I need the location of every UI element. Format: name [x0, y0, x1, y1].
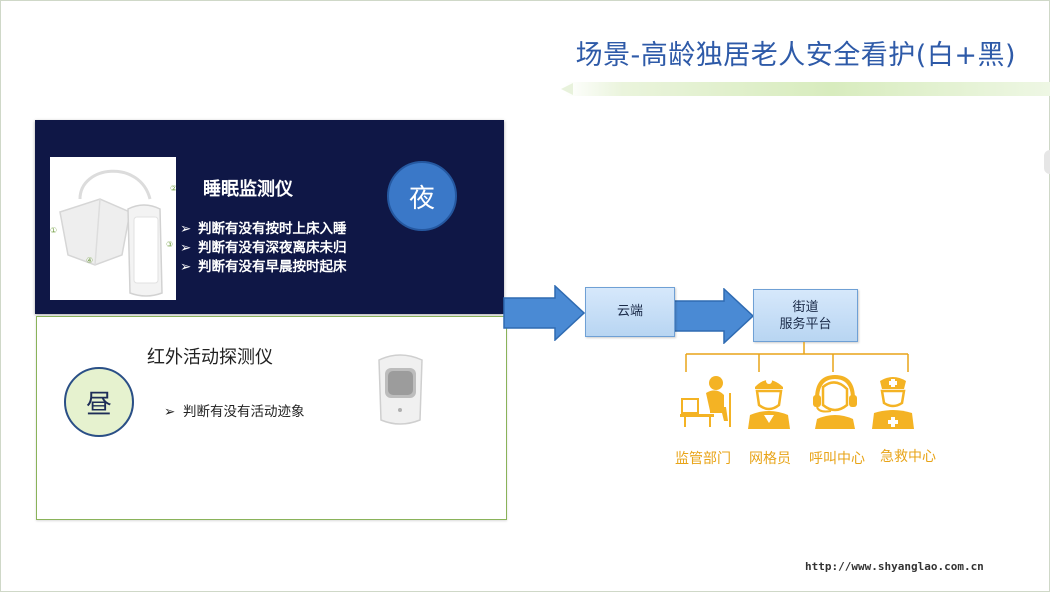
street-service-platform-box: 街道 服务平台	[753, 289, 858, 342]
marker-4: ④	[86, 256, 93, 265]
call-center-headset-icon	[805, 373, 865, 429]
receiver-label-grid-worker: 网格员	[749, 451, 791, 467]
platform-label: 服务平台	[779, 316, 832, 332]
grid-worker-icon	[740, 373, 800, 429]
title-underline-bar	[565, 82, 1050, 96]
night-monitor-panel: ② ① ③ ④ 睡眠监测仪 ➢判断有没有按时上床入睡 ➢判断有没有深夜离床未归 …	[35, 120, 504, 314]
list-item: ➢判断有没有深夜离床未归	[180, 240, 347, 256]
footer-url[interactable]: http://www.shyanglao.com.cn	[805, 560, 984, 573]
receiver-label-supervisor: 监管部门	[675, 451, 731, 467]
slide-title: 场景-高龄独居老人安全看护(白+黑)	[575, 40, 1016, 71]
cloud-box: 云端	[585, 287, 675, 337]
distribution-bracket	[685, 342, 909, 372]
marker-1: ①	[50, 226, 57, 235]
arrow-to-street	[672, 288, 754, 344]
receiver-label-call-center: 呼叫中心	[809, 451, 865, 467]
list-item: ➢判断有没有按时上床入睡	[180, 221, 347, 237]
sleep-monitor-title: 睡眠监测仪	[203, 179, 293, 200]
infrared-detector-title: 红外活动探测仪	[147, 347, 273, 368]
receiver-label-emergency: 急救中心	[880, 449, 936, 465]
marker-3: ③	[166, 240, 173, 249]
nurse-icon	[864, 373, 924, 429]
day-check-list: ➢判断有没有活动迹象	[164, 400, 305, 420]
supervisor-desk-icon	[680, 373, 740, 429]
sleep-monitor-photo: ② ① ③ ④	[50, 157, 177, 300]
list-item: ➢判断有没有活动迹象	[164, 404, 305, 420]
infrared-sensor-image	[373, 352, 428, 432]
night-check-list: ➢判断有没有按时上床入睡 ➢判断有没有深夜离床未归 ➢判断有没有早晨按时起床	[180, 220, 347, 277]
street-label: 街道	[792, 299, 819, 315]
title-bar-arrowhead	[561, 83, 573, 95]
arrow-to-cloud	[503, 285, 585, 341]
list-item: ➢判断有没有早晨按时起床	[180, 259, 347, 275]
marker-2: ②	[170, 184, 176, 193]
slide-edge-tab	[1044, 150, 1050, 174]
day-monitor-panel: 红外活动探测仪 昼 ➢判断有没有活动迹象	[36, 316, 507, 520]
night-badge: 夜	[387, 161, 457, 231]
day-badge: 昼	[64, 367, 134, 437]
